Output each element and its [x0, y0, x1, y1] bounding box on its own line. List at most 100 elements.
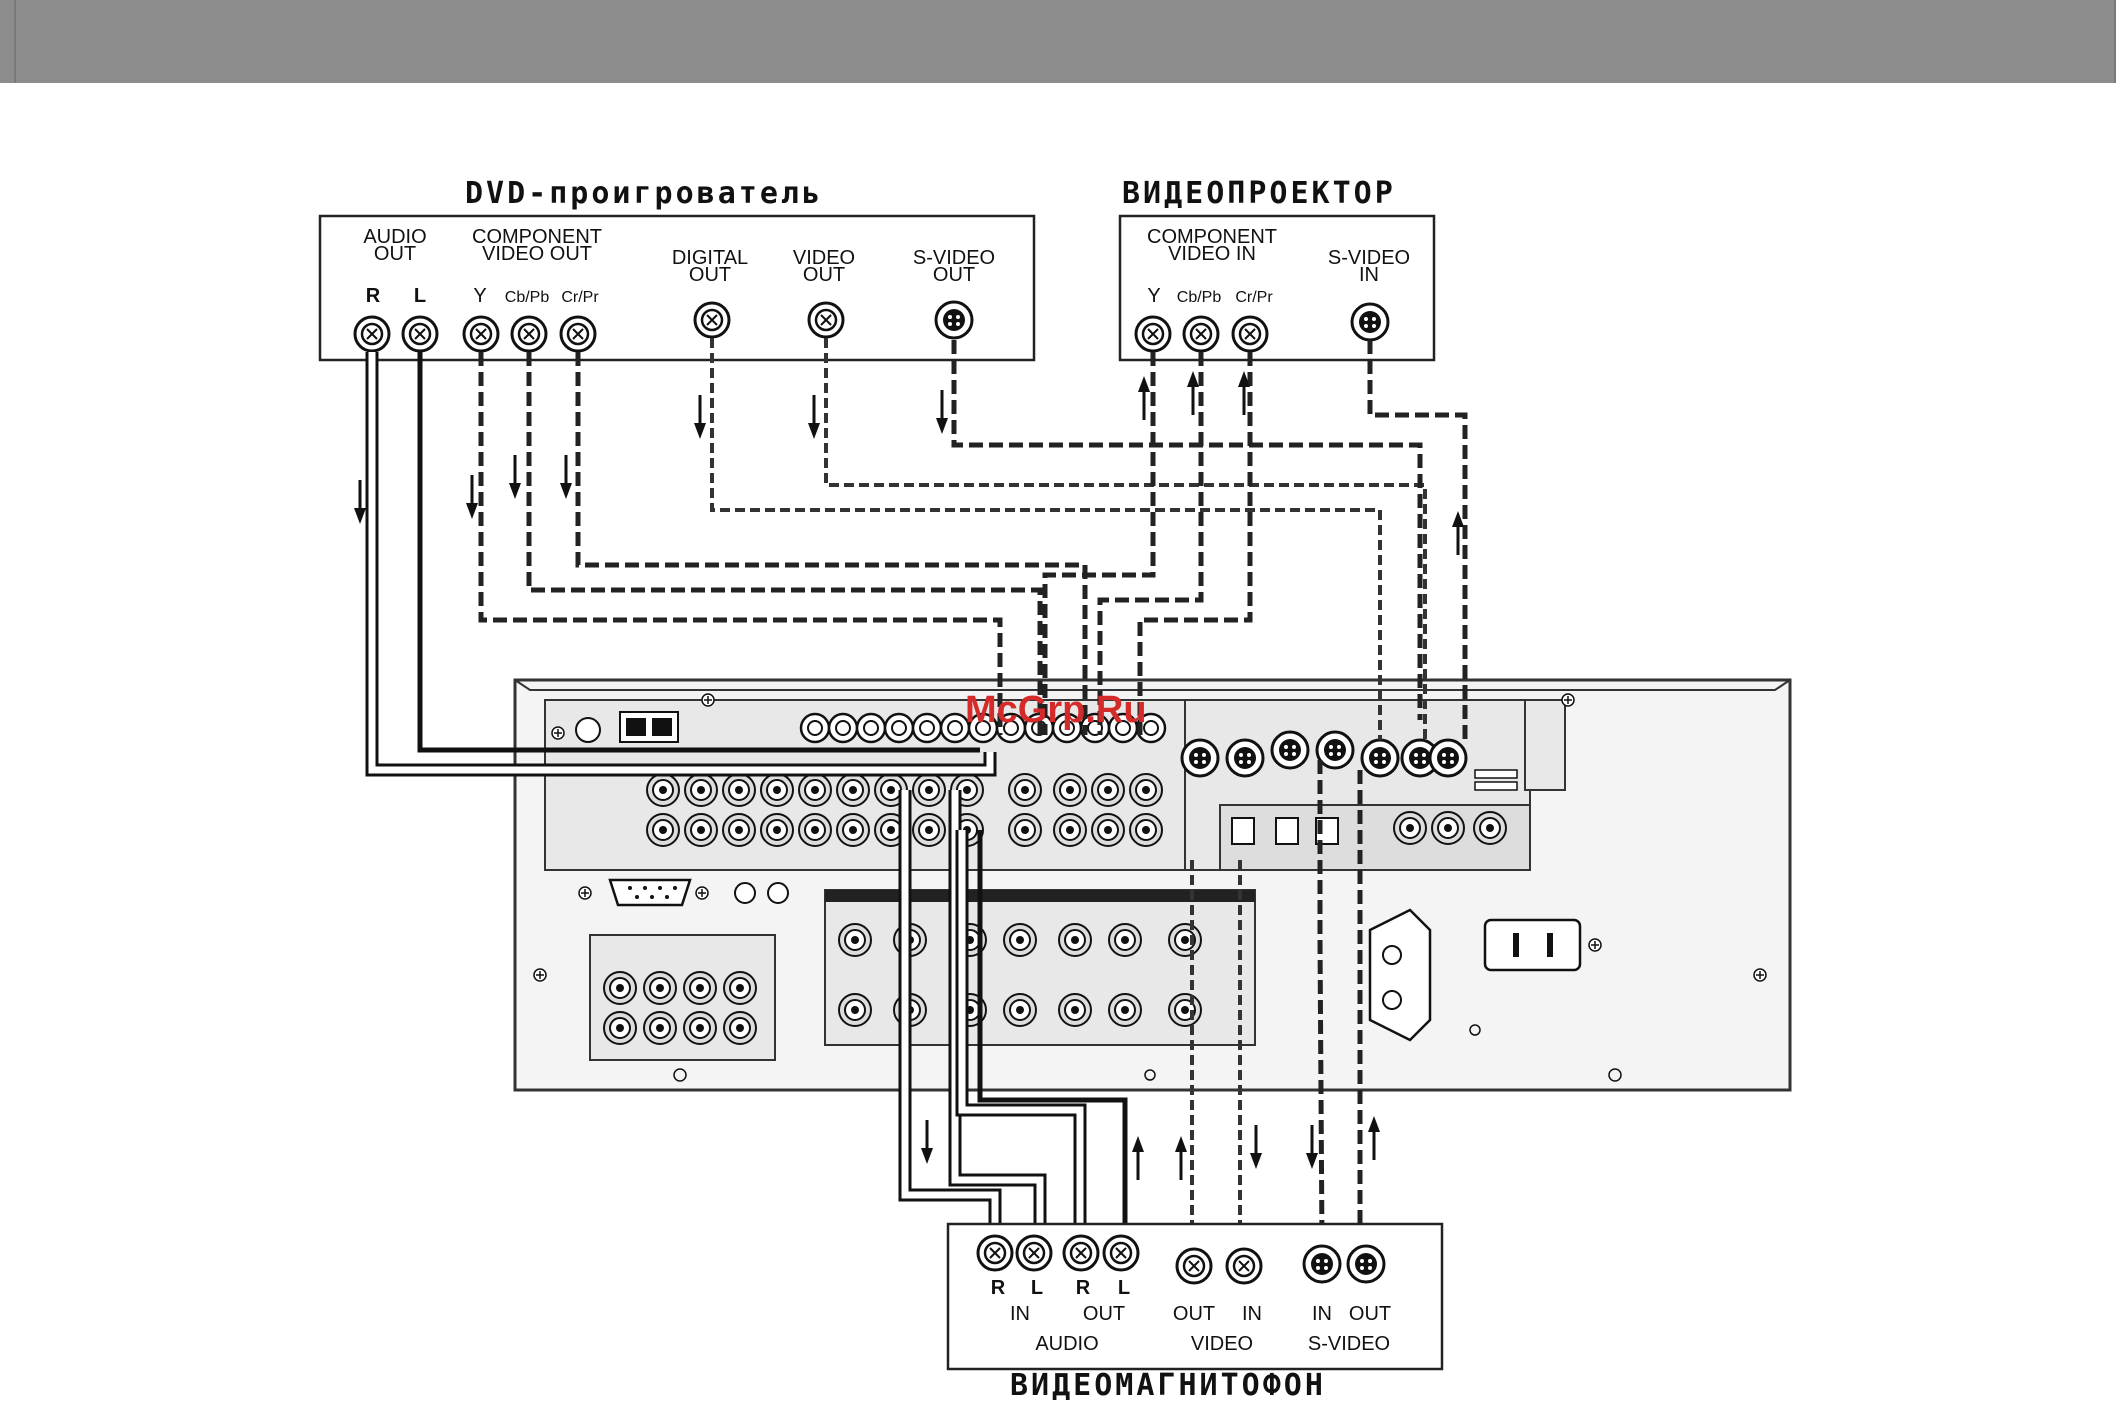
ac-outlet-icon [1370, 910, 1430, 1040]
dvd-video-out-label-2: OUT [803, 264, 845, 286]
vcr-video-in-jack [1227, 1249, 1261, 1283]
rca-jack-icon [684, 972, 716, 1004]
rca-jack-icon [799, 774, 831, 806]
screw-icon [1562, 694, 1574, 706]
svideo-jack-icon [1362, 740, 1398, 776]
rca-jack-icon [1054, 774, 1086, 806]
projector: ВИДЕОПРОЕКТОР COMPONENT VIDEO IN Y Cb/Pb… [1120, 176, 1434, 360]
dvd-audio-l-jack [403, 317, 437, 351]
projector-component-y-jack [1136, 317, 1170, 351]
dvd-svideo-out-jack [936, 302, 972, 338]
rca-jack-icon [1109, 994, 1141, 1026]
rca-jack-icon [761, 774, 793, 806]
arrow-down-icon [560, 455, 572, 499]
dvd-svideo-out-label-2: OUT [933, 264, 975, 286]
arrow-up-icon [1138, 376, 1150, 420]
vcr-audio-group-label: AUDIO [1035, 1333, 1098, 1355]
projector-title: ВИДЕОПРОЕКТОР [1122, 176, 1396, 211]
receiver-multichannel-input [590, 935, 775, 1081]
vcr-svideo-in-label: IN [1312, 1303, 1332, 1325]
projector-component-cr-label: Cr/Pr [1235, 289, 1273, 306]
svideo-jack-icon [1182, 740, 1218, 776]
receiver-rear-panel [515, 680, 1790, 1090]
cable-projector-cr [1140, 352, 1250, 735]
rca-jack-icon [857, 714, 885, 742]
watermark: McGrp.Ru [965, 689, 1147, 731]
remote-jack-icon [735, 883, 755, 903]
rca-jack-icon [761, 814, 793, 846]
vcr-title: ВИДЕОМАГНИТОФОН [1010, 1368, 1326, 1403]
rca-jack-icon [724, 972, 756, 1004]
dvd-component-cr-label: Cr/Pr [561, 289, 599, 306]
rca-jack-icon [837, 814, 869, 846]
screw-icon [552, 727, 564, 739]
rca-jack-icon [1092, 814, 1124, 846]
switch-slot [1475, 782, 1517, 790]
receiver-monitor-section [1525, 700, 1565, 790]
arrow-down-icon [354, 480, 366, 524]
rca-jack-icon [837, 774, 869, 806]
antenna-jack [576, 718, 600, 742]
projector-component-y-label: Y [1147, 285, 1160, 307]
projector-component-cb-jack [1184, 317, 1218, 351]
projector-component-cb-label: Cb/Pb [1177, 289, 1222, 306]
rca-jack-icon [1004, 924, 1036, 956]
dvd-component-out-label-2: VIDEO OUT [482, 243, 592, 265]
rca-jack-icon [839, 994, 871, 1026]
rca-jack-icon [685, 774, 717, 806]
dvd-player-title: DVD-проигрователь [465, 176, 823, 211]
rca-jack-icon [1009, 814, 1041, 846]
svideo-jack-icon [1272, 732, 1308, 768]
vcr-video-in-label: IN [1242, 1303, 1262, 1325]
rca-jack-icon [647, 774, 679, 806]
vcr-audio-in-label: IN [1010, 1303, 1030, 1325]
vcr-audio-out-r-jack [1064, 1236, 1098, 1270]
rca-jack-icon [1092, 774, 1124, 806]
dvd-audio-out-label-2: OUT [374, 243, 416, 265]
arrow-down-icon [1306, 1125, 1318, 1169]
remote-jack-icon [768, 883, 788, 903]
cable-dvd-svideo [954, 340, 1420, 720]
arrow-down-icon [936, 390, 948, 434]
rca-jack-icon [1109, 924, 1141, 956]
projector-component-cr-jack [1233, 317, 1267, 351]
arrow-up-icon [1368, 1116, 1380, 1160]
svideo-jack-icon [1227, 740, 1263, 776]
projector-svideo-in-label-2: IN [1359, 264, 1379, 286]
rs232-port-icon [610, 880, 690, 905]
rca-jack-icon [723, 814, 755, 846]
arrow-up-icon [1175, 1136, 1187, 1180]
vcr-audio-out-l-jack [1104, 1236, 1138, 1270]
cable-vcr-svideo-in [1320, 760, 1322, 1245]
vcr-audio-out-r-label: R [1076, 1277, 1091, 1299]
screw-icon [579, 887, 591, 899]
vcr-svideo-out-jack [1348, 1246, 1384, 1282]
rca-jack-icon [801, 714, 829, 742]
rca-jack-icon [684, 1012, 716, 1044]
vcr-video-group-label: VIDEO [1191, 1333, 1253, 1355]
coax-jack-icon [1432, 812, 1464, 844]
rca-jack-icon [685, 814, 717, 846]
cable-dvd-component-cr [578, 352, 1085, 735]
projector-svideo-in-jack [1352, 304, 1388, 340]
vcr-video-out-label: OUT [1173, 1303, 1215, 1325]
dvd-audio-l-label: L [414, 285, 426, 307]
projector-component-in-label-2: VIDEO IN [1168, 243, 1256, 265]
rca-jack-icon [1130, 774, 1162, 806]
screw-icon [1754, 969, 1766, 981]
vcr-svideo-out-label: OUT [1349, 1303, 1391, 1325]
rca-jack-icon [1130, 814, 1162, 846]
dvd-video-out-jack [809, 303, 843, 337]
vcr-audio-in-r-label: R [991, 1277, 1006, 1299]
optical-input-icon [1232, 818, 1254, 844]
switch-slot [1475, 770, 1517, 778]
rca-jack-icon [913, 814, 945, 846]
dvd-digital-out-label-2: OUT [689, 264, 731, 286]
rca-jack-icon [1059, 924, 1091, 956]
cable-dvd-component-cb [529, 352, 1040, 735]
rca-jack-icon [1054, 814, 1086, 846]
rca-jack-icon [1009, 774, 1041, 806]
screw-icon [534, 969, 546, 981]
rca-jack-icon [829, 714, 857, 742]
